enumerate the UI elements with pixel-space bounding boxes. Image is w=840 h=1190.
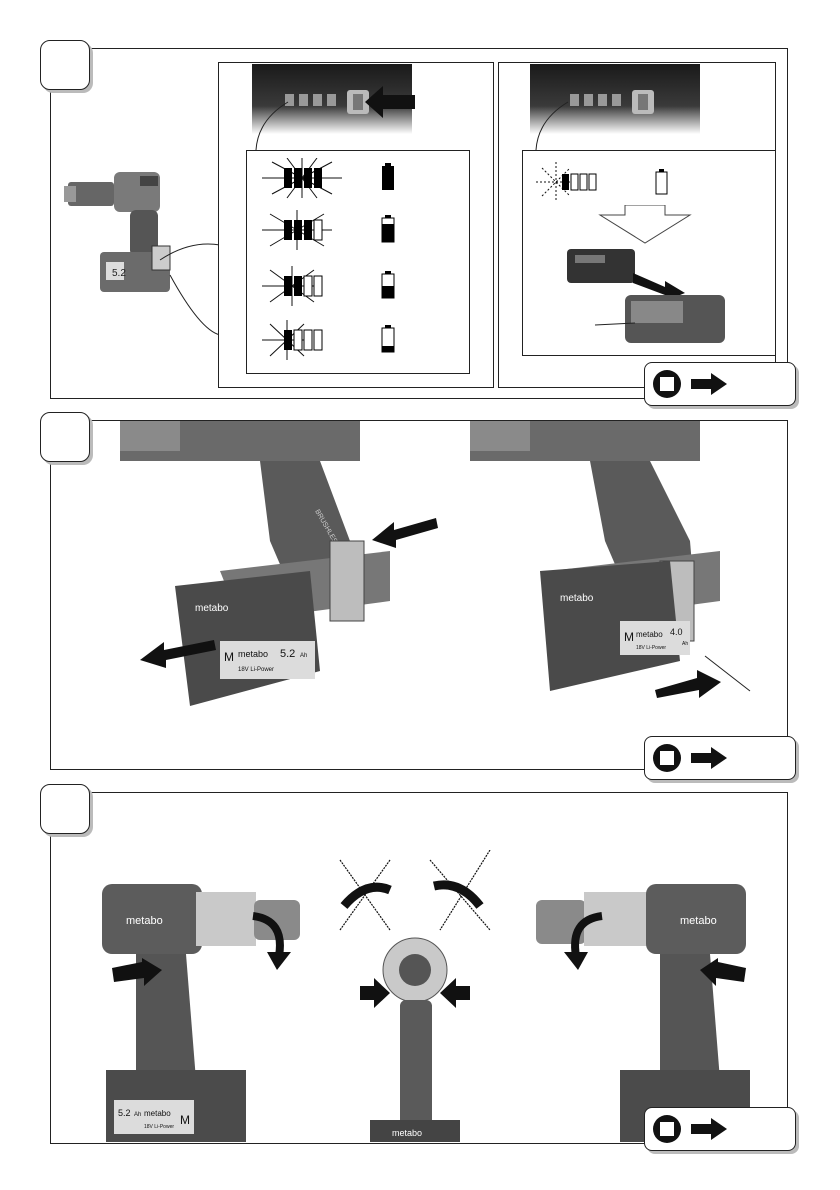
battery-capacity-label: 5.2 — [112, 268, 126, 279]
battery-brand-s3: metabo — [144, 1109, 171, 1118]
press-release-arrow-icon — [372, 518, 438, 548]
push-in-arrow-icon — [655, 670, 721, 698]
press-button-arrow-icon-left — [112, 958, 162, 986]
pull-out-arrow-icon — [140, 640, 216, 668]
drill-front-view: metabo — [339, 850, 491, 1142]
battery-charger-illustration — [567, 249, 725, 343]
manual-reference-2 — [644, 736, 796, 780]
callout-curve-b — [535, 101, 569, 151]
battery-voltage-right: 18V Li-Power — [636, 645, 666, 651]
drill-battery-insert: metabo M metabo 18V Li-Power 4.0 Ah — [470, 421, 751, 692]
battery-capacity-right: 4.0 — [670, 627, 683, 637]
drill-left-view: metabo 5.2 Ah metabo 18V Li-Power M — [102, 884, 300, 1142]
charge-level-rows — [262, 158, 395, 360]
arrow-right-icon — [691, 373, 727, 395]
battery-type-letter-s3: M — [180, 1113, 190, 1127]
rotate-counterclockwise-arrow-icon — [564, 912, 603, 970]
rotate-clockwise-arrow-icon — [252, 912, 291, 970]
press-button-arrow-icon-right — [700, 958, 746, 986]
empty-battery-indicator — [536, 162, 668, 202]
arrow-right-icon — [691, 1118, 727, 1140]
drill-brand-middle: metabo — [392, 1128, 422, 1138]
drill-brand-left: metabo — [126, 915, 163, 927]
battery-unit-left: Ah — [300, 653, 307, 659]
battery-unit-right: Ah — [682, 641, 688, 647]
battery-brand-left: metabo — [195, 603, 229, 614]
manual-reference-1 — [644, 362, 796, 406]
drill-brand-right: metabo — [680, 915, 717, 927]
figure-number-badge-2 — [40, 412, 90, 462]
drill-thumbnail: 5.2 — [64, 172, 171, 292]
battery-capacity-left: 5.2 — [280, 648, 295, 660]
down-arrow-icon — [598, 205, 692, 244]
indicator-leds-2 — [570, 90, 654, 114]
arrow-right-icon — [691, 747, 727, 769]
figure-number-badge-3 — [40, 784, 90, 834]
battery-brand-label-right: metabo — [636, 630, 663, 639]
battery-capacity-s3: 5.2 — [118, 1108, 131, 1118]
indicator-leds — [285, 90, 369, 114]
battery-voltage-s3: 18V Li-Power — [144, 1124, 174, 1130]
battery-voltage-left: 18V Li-Power — [238, 667, 274, 673]
battery-brand-label-left: metabo — [238, 649, 268, 659]
press-arrow-icon-middle-right — [440, 978, 470, 1008]
press-arrow-icon-middle-left — [360, 978, 390, 1008]
battery-type-letter-left: M — [224, 650, 234, 664]
press-arrow-icon — [365, 86, 415, 118]
callout-curve-a — [255, 101, 289, 151]
battery-type-letter-right: M — [624, 630, 634, 644]
manual-reference-3 — [644, 1107, 796, 1151]
figure-number-badge-1 — [40, 40, 90, 90]
callout-leader — [159, 243, 221, 336]
drill-battery-removal: BRUSHLESS TECHNOLOGY metabo M metabo 18V… — [120, 421, 390, 706]
battery-unit-s3: Ah — [134, 1112, 141, 1118]
battery-brand-right: metabo — [560, 593, 594, 604]
